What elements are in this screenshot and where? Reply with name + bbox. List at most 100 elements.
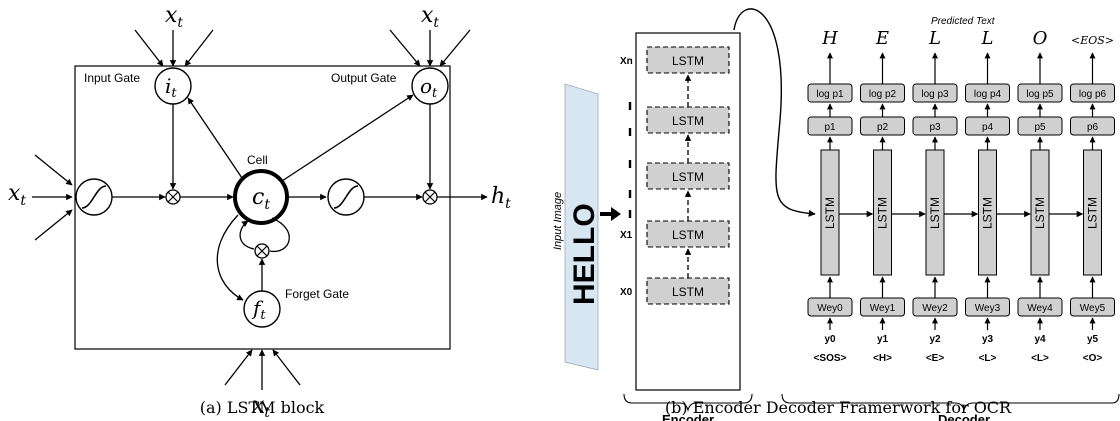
lstm-caption: (a) LSTM block	[200, 398, 325, 417]
encoder-frame	[635, 32, 741, 391]
encoder-label: Encoder	[662, 412, 714, 421]
encoder-lstm-text: LSTM	[672, 170, 704, 184]
input-image-strip	[564, 83, 599, 371]
lstm-block-diagram: xt xt xt xt it Input Gate ct C	[8, 3, 511, 421]
predicted-label: Predicted Text	[931, 16, 996, 27]
input-top-right-label: xt	[421, 3, 439, 31]
encdec-caption: (b) Encoder Decoder Framerwork for OCR	[665, 398, 1012, 417]
encoder-row-label: X1	[620, 230, 633, 241]
embedding-box	[1070, 297, 1115, 317]
embedding-box	[965, 297, 1010, 317]
input-word: HELLO	[568, 203, 601, 305]
p-text: p5	[1034, 122, 1046, 133]
predicted-char: L	[981, 28, 994, 49]
input-gate-label: Input Gate	[84, 71, 140, 85]
logp-box	[965, 83, 1010, 103]
input-left-label: xt	[8, 181, 26, 209]
encoder-lstm-text: LSTM	[672, 54, 704, 68]
encoder-brace	[623, 393, 753, 412]
output-label: ht	[491, 184, 511, 212]
decoder-lstm-text: LSTM	[928, 197, 942, 229]
p-box	[965, 116, 1010, 136]
encoder-row-label: Xn	[620, 56, 633, 67]
predicted-char: L	[928, 28, 941, 49]
encoder-row-label: X0	[620, 287, 633, 298]
predicted-char: O	[1033, 28, 1048, 49]
encoder-lstm-cell	[646, 46, 730, 74]
token-label: <L>	[979, 353, 997, 364]
decoder-lstm-text: LSTM	[823, 197, 837, 229]
decoder-lstm-text: LSTM	[981, 197, 995, 229]
y-label: y5	[1087, 334, 1099, 345]
encoder-lstm-text: LSTM	[672, 285, 704, 299]
embedding-text: Wey3	[975, 303, 1001, 314]
lstm-frame	[74, 65, 451, 350]
embedding-text: Wey4	[1027, 303, 1053, 314]
embedding-box	[912, 297, 958, 317]
decoder-lstm-text: LSTM	[1086, 197, 1100, 229]
logp-text: log p6	[1079, 89, 1107, 100]
encoder-lstm-cell	[646, 162, 730, 190]
decoder-label: Decoder	[938, 412, 990, 421]
input-image-label: Input Image	[552, 192, 564, 250]
decoder-lstm-cell	[978, 149, 997, 276]
y-label: y0	[824, 334, 836, 345]
token-label: <L>	[1031, 353, 1049, 364]
embedding-text: Wey0	[817, 303, 843, 314]
encoder-lstm-cell	[646, 277, 730, 305]
forget-gate-label: Forget Gate	[285, 287, 349, 301]
cell-label: Cell	[247, 153, 268, 167]
output-gate-label: Output Gate	[331, 71, 397, 85]
predicted-char: E	[875, 28, 889, 49]
token-label: <E>	[926, 353, 945, 364]
logp-box	[860, 83, 905, 103]
svg-text:ct: ct	[252, 185, 270, 213]
encoder-decoder-diagram: HELLO Input Image LSTMXnLSTMLSTMLSTMX1LS…	[552, 8, 1120, 421]
logp-box	[912, 83, 958, 103]
embedding-box	[807, 297, 853, 317]
p-box	[1017, 116, 1063, 136]
logp-box	[1017, 83, 1063, 103]
embedding-box	[860, 297, 905, 317]
logp-text: log p5	[1026, 89, 1054, 100]
embedding-box	[1017, 297, 1063, 317]
encoder-lstm-text: LSTM	[672, 114, 704, 128]
y-label: y1	[877, 334, 889, 345]
decoder-lstm-cell	[1030, 149, 1050, 276]
token-label: <H>	[873, 353, 892, 364]
p-text: p4	[982, 122, 994, 133]
p-box	[807, 116, 853, 136]
decoder-lstm-text: LSTM	[876, 197, 890, 229]
encoder-lstm-cell	[646, 220, 730, 248]
p-text: p2	[877, 122, 889, 133]
input-bottom-label: xt	[252, 393, 270, 421]
svg-text:ot: ot	[420, 74, 438, 101]
p-box	[860, 116, 905, 136]
predicted-char: H	[821, 28, 838, 49]
decoder-brace	[781, 393, 1120, 412]
p-box	[1070, 116, 1115, 136]
logp-box	[1070, 83, 1115, 103]
predicted-char: <EOS>	[1071, 34, 1114, 47]
token-label: <SOS>	[814, 353, 847, 364]
y-label: y2	[929, 334, 941, 345]
svg-text:it: it	[165, 74, 177, 101]
logp-text: log p2	[869, 89, 897, 100]
embedding-text: Wey1	[870, 303, 896, 314]
decoder-lstm-cell	[820, 149, 840, 276]
embedding-text: Wey5	[1080, 303, 1106, 314]
p-box	[912, 116, 958, 136]
decoder-lstm-cell	[873, 149, 892, 276]
embedding-text: Wey2	[922, 303, 948, 314]
encoder-lstm-text: LSTM	[672, 228, 704, 242]
decoder-lstm-text: LSTM	[1033, 197, 1047, 229]
logp-box	[807, 83, 853, 103]
decoder-lstm-cell	[925, 149, 945, 276]
